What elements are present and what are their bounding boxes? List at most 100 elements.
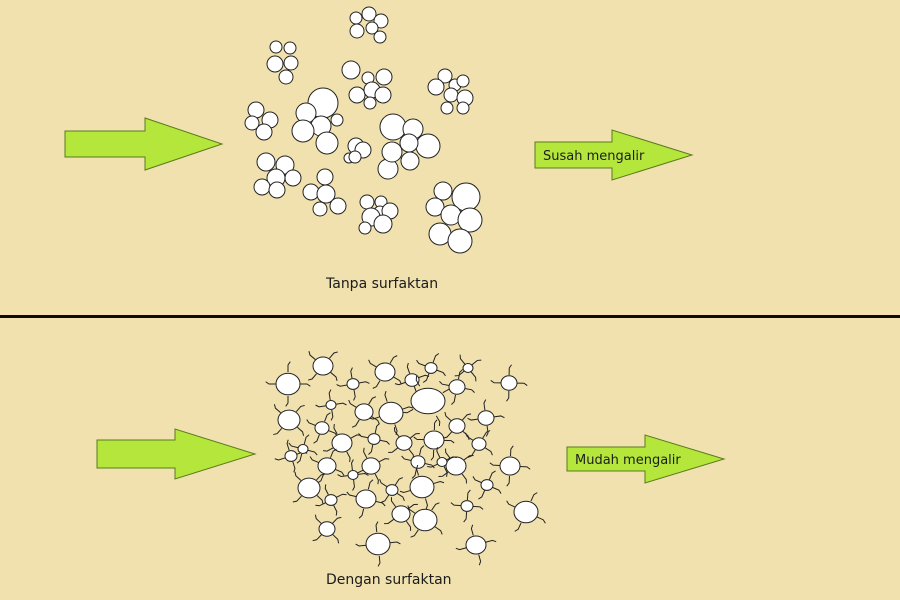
particle [373,13,389,29]
surfactant-tail [442,431,453,439]
surfactant-tail [463,511,468,523]
surfactant-tail [336,493,347,498]
particle-cluster [266,40,299,85]
surfactant-tail [332,516,342,524]
surfactant-tail [333,424,338,435]
surfactant-tail [407,503,418,510]
surfactant-tail [416,464,420,476]
particle [456,101,470,115]
surfactant-tail [337,474,349,477]
surfactant-tail [287,361,291,372]
particle [425,197,445,217]
surfactant-coated-particle [455,524,497,566]
surfactant-tail [368,359,377,368]
surfactant-tail [432,353,440,363]
caption-without-surfactant: Tanpa surfaktan [326,276,439,292]
particle [436,457,448,467]
caption-with-surfactant: Dengan surfaktan [326,572,452,588]
surfactant-tail [514,522,522,532]
surfactant-tail [419,445,425,456]
surfactant-tail [519,466,531,470]
particle [275,372,301,396]
surfactant-tail [308,373,317,381]
surfactant-coated-particle [465,430,493,458]
surfactant-tail [292,461,296,473]
surfactant-tail [371,416,380,425]
surfactant-tail [470,524,474,536]
surfactant-tail [433,481,445,485]
particle [513,500,539,524]
surfactant-tail [492,486,502,494]
surfactant-tail [402,406,413,410]
surfactant-coated-particle [438,448,474,484]
particle [480,479,494,491]
surfactant-tail [483,399,487,411]
surfactant-tail [484,447,493,456]
surfactant-tail [285,396,289,407]
particle [457,207,483,233]
surfactant-coated-particle [306,412,338,444]
surfactant-tail [378,458,390,463]
particle [312,201,328,217]
surfactant-tail [377,555,381,567]
surfactant-coated-particle [323,424,361,462]
surfactant-tail [458,369,463,380]
surfactant-tail [461,473,467,484]
surfactant-tail [350,367,353,379]
surfactant-coated-particle [407,502,443,538]
surfactant-tail [516,382,528,386]
surfactant-tail [323,447,334,452]
surfactant-coated-particle [273,404,305,436]
surfactant-tail [316,495,324,505]
surfactant-tail [510,445,514,457]
particle [365,21,379,35]
surfactant-tail [399,489,411,493]
particle [316,168,334,186]
particle-cluster [349,6,389,44]
surfactant-tail [464,388,475,393]
particle [415,133,441,159]
surfactant-coated-particle [355,521,401,567]
particle [316,184,336,204]
surfactant-tail [433,419,438,431]
particle [341,60,361,80]
surfactant-tail [436,447,441,458]
surfactant-tail [374,473,379,485]
particle [312,356,334,376]
top-diagram: Susah mengalir [64,6,694,254]
particle [361,457,381,475]
surfactant-tail [410,529,419,538]
particle [297,477,321,499]
particle [244,115,260,131]
surfactant-tail [411,468,417,479]
surfactant-coated-particle [352,447,390,485]
surfactant-tail [422,373,430,383]
surfactant-tail [372,380,381,389]
particle [395,435,413,451]
arrow-label-hard-flow: Susah mengalir [543,149,645,164]
surfactant-tail [478,554,482,566]
surfactant-coated-particle [384,497,418,531]
surfactant-coated-particle [368,355,402,389]
particle [363,96,377,110]
particle [423,430,445,450]
surfactant-coated-particle [379,477,405,503]
surfactant-coated-particle [337,459,369,491]
bottom-diagram: Mudah mengalir [96,351,726,567]
particle [255,123,273,141]
surfactant-tail [292,495,302,503]
surfactant-tail [415,376,421,387]
surfactant-tail [316,473,326,481]
surfactant-tail [485,425,489,437]
particle [367,433,381,445]
particle [253,178,271,196]
particle [381,141,403,163]
surfactant-tail [295,404,305,413]
surfactant-tail [389,355,398,364]
surfactant-tail [430,449,435,461]
surfactant-tail [368,444,374,455]
surfactant-tail [357,473,369,476]
particle [465,535,487,555]
particle [410,455,426,469]
surfactant-coated-particle [399,464,445,510]
